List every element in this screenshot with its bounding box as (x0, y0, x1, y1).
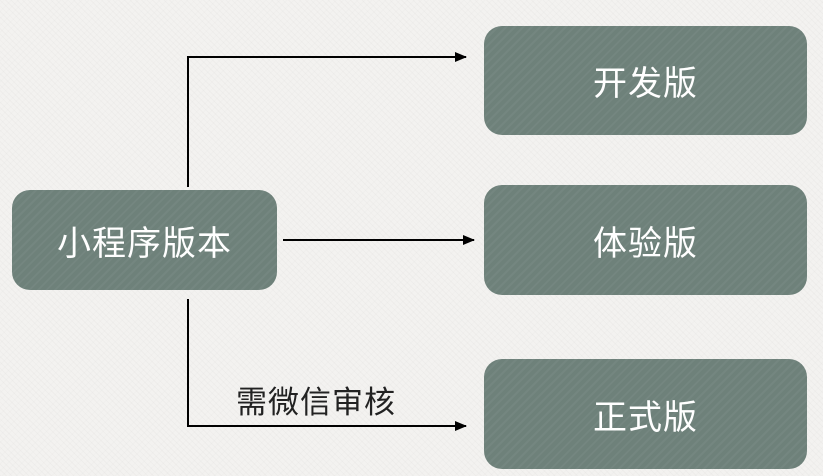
wechat-review-note: 需微信审核 (236, 385, 396, 421)
trial-version-label: 体验版 (593, 223, 698, 264)
development-version-node: 开发版 (484, 26, 807, 135)
arrow-to-dev (187, 52, 467, 187)
release-version-node: 正式版 (484, 359, 807, 469)
trial-version-node: 体验版 (484, 185, 807, 295)
development-version-label: 开发版 (593, 64, 698, 104)
release-version-label: 正式版 (593, 397, 698, 438)
mini-program-version-label: 小程序版本 (57, 223, 232, 264)
arrow-to-prod (187, 299, 467, 431)
mini-program-version-node: 小程序版本 (12, 190, 277, 290)
